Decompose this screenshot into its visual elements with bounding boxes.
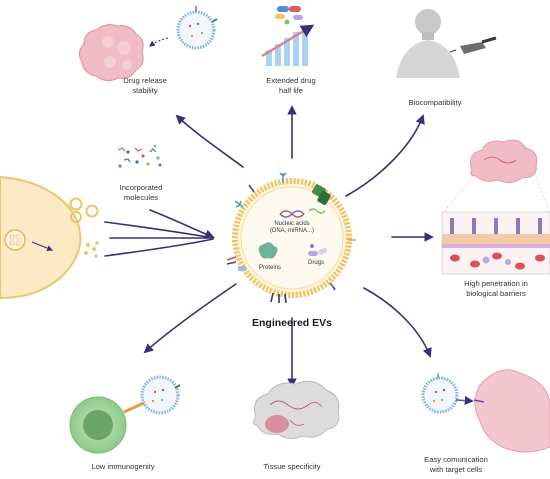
label-proteins: Proteins: [258, 265, 281, 271]
label-half-life-line2: half life: [278, 85, 304, 95]
multivesicular-body: [4, 229, 26, 251]
label-half-life-line1: Extended drug: [266, 76, 316, 85]
arrow-to-biocompatibility: [345, 114, 425, 197]
label-drug-release: Drug release stability: [100, 76, 190, 95]
brain-small: [469, 139, 538, 183]
label-penetration: High penetration in biological barriers: [446, 279, 546, 298]
label-immunogenity: Low immunogenity: [91, 462, 155, 471]
ev-title: Engineered EVs: [252, 317, 332, 329]
brain-large: [252, 380, 340, 440]
half-life-chart: [261, 6, 315, 66]
label-cargo: Nucleic acids (DNA, miRNA...): [262, 221, 322, 235]
label-cargo-line2: (DNA, miRNA...): [270, 228, 314, 234]
protein-blob: [258, 242, 278, 259]
macrophage-illustration: [69, 375, 181, 454]
drug-release-illustration: [78, 6, 218, 82]
label-biocompatibility: Biocompatibility: [408, 98, 462, 107]
label-tissue: Tissue specificity: [263, 462, 321, 471]
label-cargo-line1: Nucleic acids: [274, 221, 310, 227]
arrow-to-immunogenity: [143, 283, 237, 354]
label-drug-release-line2: stability: [132, 85, 158, 95]
arrow-to-drug-release: [175, 114, 244, 168]
label-drug-release-line1: Drug release: [123, 76, 167, 85]
label-molecules-line1: Incorporated: [119, 183, 163, 192]
target-cell: [474, 369, 550, 453]
arrow-from-cell-low: [104, 238, 214, 257]
label-communication: Easy comunication with target cells: [408, 455, 504, 474]
label-communication-line1: Easy comunication: [424, 455, 488, 464]
parent-cell: [0, 175, 99, 300]
patient-injection: [396, 9, 497, 78]
label-communication-line2: with target cells: [429, 464, 483, 474]
arrows: [104, 105, 434, 388]
label-drugs: Drugs: [307, 260, 324, 266]
arrow-from-molecules: [149, 209, 215, 239]
label-penetration-line1: High penetration in: [464, 279, 528, 288]
arrow-from-cell-top: [104, 221, 214, 239]
label-molecules: Incorporated molecules: [96, 183, 186, 202]
engineered-ev: [226, 172, 356, 304]
barrier-illustration: [441, 139, 550, 275]
label-half-life: Extended drug half life: [246, 76, 336, 95]
label-molecules-line2: molecules: [123, 192, 159, 202]
label-penetration-line2: biological barriers: [466, 288, 526, 298]
molecules-cluster: [117, 144, 162, 168]
arrow-to-communication: [363, 287, 432, 358]
drug-pills: [308, 244, 327, 256]
target-cell-illustration: [421, 369, 550, 453]
tumor-cluster: [78, 24, 144, 82]
